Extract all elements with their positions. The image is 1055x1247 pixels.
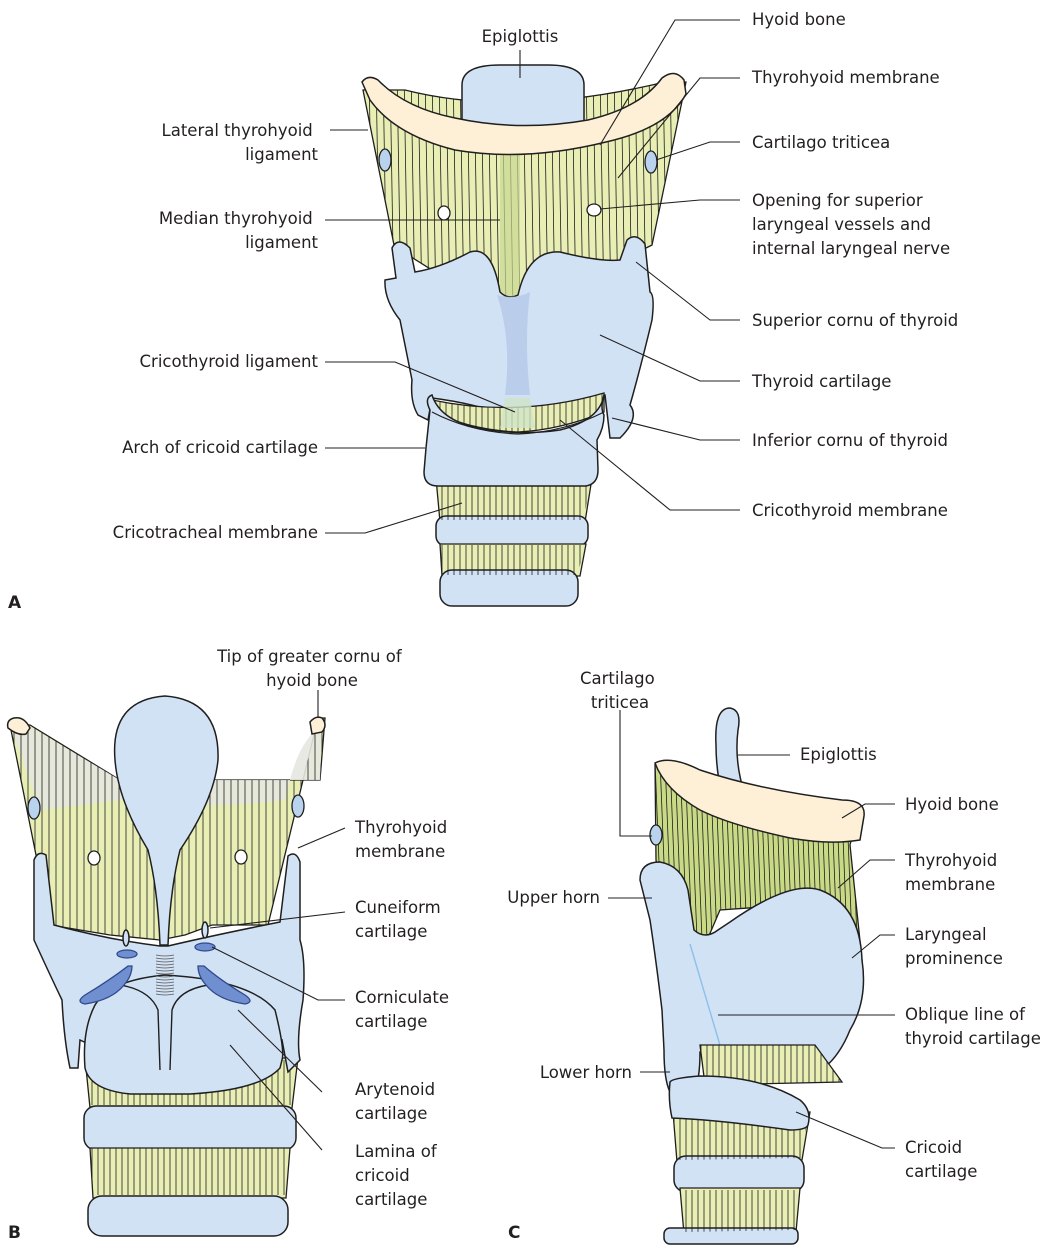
label-b-lamina-cricoid: Lamina of cricoid cartilage — [355, 1142, 442, 1209]
panel-a-lateral-nodule-left — [379, 149, 391, 171]
panel-letter-b: B — [8, 1223, 21, 1243]
label-c-epiglottis: Epiglottis — [800, 745, 877, 764]
label-a-opening: Opening for superior laryngeal vessels a… — [752, 191, 950, 258]
panel-a-trachea — [430, 475, 598, 606]
label-a-superior-cornu: Superior cornu of thyroid — [752, 311, 958, 330]
label-c-thyrohyoid-membrane: Thyrohyoid membrane — [904, 851, 1002, 894]
panel-letter-a: A — [8, 593, 22, 613]
panel-b-posterior-view: Tip of greater cornu of hyoid bone Thyro… — [0, 647, 454, 1243]
label-a-cartilago-triticea: Cartilago triticea — [752, 133, 890, 152]
label-c-cartilago-triticea: Cartilago triticea — [580, 669, 660, 712]
label-a-cricothyroid-membrane: Cricothyroid membrane — [752, 501, 948, 520]
label-c-cricoid-cartilage: Cricoid cartilage — [905, 1138, 977, 1181]
panel-b-cuneiform-right — [202, 922, 208, 938]
label-a-median-thyrohyoid: Median thyrohyoid ligament — [159, 209, 319, 252]
label-a-cricotracheal: Cricotracheal membrane — [113, 523, 318, 542]
label-b-tip-greater-cornu: Tip of greater cornu of hyoid bone — [216, 647, 407, 690]
label-c-oblique-line: Oblique line of thyroid cartilage — [905, 1005, 1041, 1048]
panel-a-opening-right — [587, 204, 601, 216]
panel-b-opening-right — [235, 850, 247, 864]
label-c-hyoid-bone: Hyoid bone — [905, 795, 999, 814]
label-a-thyrohyoid-membrane: Thyrohyoid membrane — [751, 68, 940, 87]
panel-b-opening-left — [88, 851, 100, 865]
panel-c-cartilago-triticea — [650, 825, 662, 845]
panel-b-cuneiform-left — [123, 930, 129, 946]
panel-a-opening-left — [438, 206, 450, 220]
label-a-lateral-thyrohyoid: Lateral thyrohyoid ligament — [162, 121, 319, 164]
panel-b-hyoid-tip-right — [310, 717, 325, 734]
panel-b-nodule-right — [292, 795, 304, 817]
label-a-inferior-cornu: Inferior cornu of thyroid — [752, 431, 948, 450]
label-a-cricothyroid-ligament: Cricothyroid ligament — [140, 352, 319, 371]
label-a-arch-cricoid: Arch of cricoid cartilage — [122, 438, 318, 457]
label-a-thyroid-cartilage: Thyroid cartilage — [751, 372, 891, 391]
label-b-thyrohyoid-membrane: Thyrohyoid membrane — [354, 818, 452, 861]
label-c-upper-horn: Upper horn — [507, 888, 600, 907]
label-c-laryngeal-prominence: Laryngeal prominence — [905, 925, 1003, 968]
label-c-lower-horn: Lower horn — [540, 1063, 632, 1082]
panel-letter-c: C — [508, 1223, 520, 1243]
label-a-hyoid-bone: Hyoid bone — [752, 10, 846, 29]
label-b-corniculate: Corniculate cartilage — [355, 988, 454, 1031]
panel-a-anterior-view: Epiglottis Hyoid bone Thyrohyoid membran… — [8, 10, 958, 613]
panel-a-cartilago-triticea — [645, 151, 657, 173]
panel-c-lateral-view: Cartilago triticea Epiglottis Hyoid bone… — [507, 669, 1041, 1244]
label-a-epiglottis: Epiglottis — [482, 27, 559, 46]
label-b-arytenoid: Arytenoid cartilage — [355, 1080, 440, 1123]
label-b-cuneiform: Cuneiform cartilage — [355, 898, 446, 941]
panel-b-corniculate-left — [117, 950, 137, 958]
panel-b-nodule-left — [28, 797, 40, 819]
